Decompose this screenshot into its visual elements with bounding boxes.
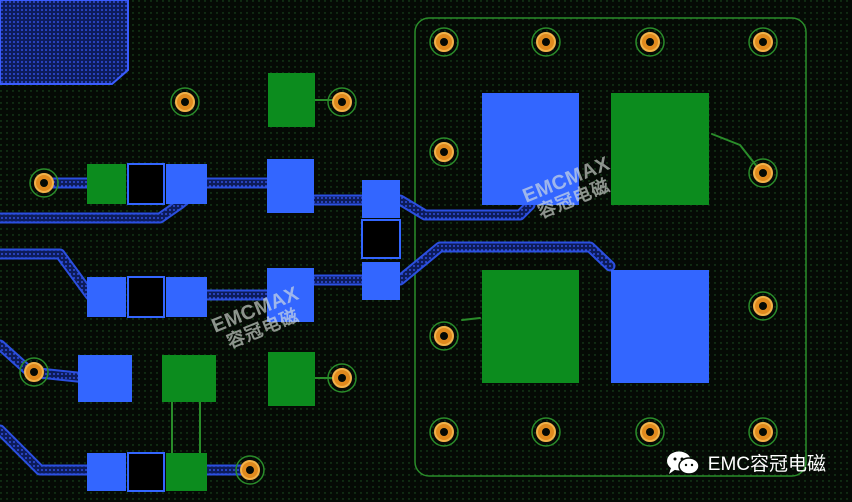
via — [748, 291, 778, 321]
pad-large-green — [611, 93, 709, 205]
pad-group — [78, 73, 709, 492]
via — [429, 321, 459, 351]
brand-badge: EMC容冠电磁 — [666, 449, 826, 476]
via — [748, 158, 778, 188]
pad-green — [268, 352, 315, 406]
via — [235, 455, 265, 485]
pad-black — [127, 452, 165, 492]
via — [29, 168, 59, 198]
via — [170, 87, 200, 117]
shield-outline — [414, 17, 807, 477]
copper-pour-top-left — [0, 0, 129, 85]
wechat-icon — [666, 451, 700, 475]
pad-black — [361, 219, 401, 259]
pad-blue — [166, 164, 207, 204]
pad-green — [162, 355, 216, 402]
pad-blue — [267, 159, 314, 213]
pad-black — [127, 163, 165, 205]
pad-black — [127, 276, 165, 318]
via — [635, 27, 665, 57]
via — [429, 27, 459, 57]
via — [327, 363, 357, 393]
pad-large-blue — [482, 93, 579, 205]
thin-trace-a — [711, 133, 763, 174]
pad-blue — [267, 268, 314, 322]
brand-label: EMC容冠电磁 — [707, 454, 826, 475]
via — [327, 87, 357, 117]
via — [748, 27, 778, 57]
pad-green — [166, 453, 207, 491]
pad-blue — [87, 277, 126, 317]
pad-blue — [87, 453, 126, 491]
pad-blue — [362, 262, 400, 300]
pad-green — [268, 73, 315, 127]
via — [429, 417, 459, 447]
pad-green — [87, 164, 126, 204]
via — [531, 417, 561, 447]
pad-blue — [362, 180, 400, 218]
thin-trace-b — [461, 317, 481, 321]
pad-blue — [166, 277, 207, 317]
via — [429, 137, 459, 167]
via — [635, 417, 665, 447]
via — [19, 357, 49, 387]
via — [531, 27, 561, 57]
pad-large-blue — [611, 270, 709, 383]
pad-blue — [78, 355, 132, 402]
via-group — [19, 27, 778, 485]
pad-large-green — [482, 270, 579, 383]
via — [748, 417, 778, 447]
